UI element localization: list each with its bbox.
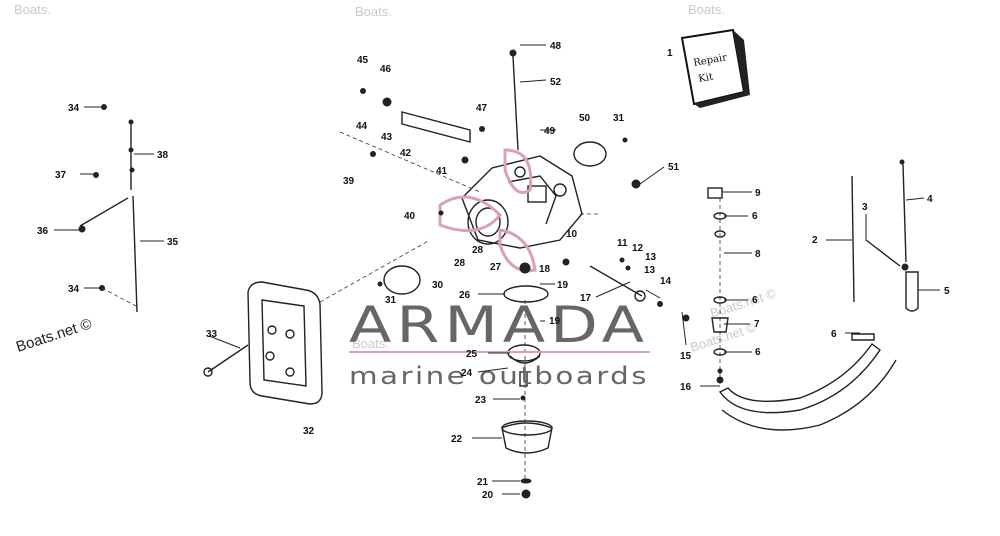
callout-leaders: [54, 44, 940, 495]
callout-11: 11: [617, 238, 628, 249]
callout-1: 1: [667, 48, 673, 59]
callout-39: 39: [343, 176, 355, 187]
callout-14: 14: [660, 276, 672, 287]
callout-8: 8: [755, 249, 761, 260]
callout-36: 36: [37, 226, 49, 237]
callout-13b: 13: [644, 265, 656, 276]
callout-47: 47: [476, 103, 488, 114]
callout-48: 48: [550, 41, 562, 52]
callout-28b: 28: [454, 258, 466, 269]
callout-34a: 34: [68, 103, 80, 114]
callout-16: 16: [680, 382, 692, 393]
carburetor-body: [438, 148, 583, 273]
callout-41: 41: [436, 166, 448, 177]
air-silencer-cover: [203, 239, 431, 405]
callout-9: 9: [755, 188, 761, 199]
right-linkage: [718, 159, 919, 431]
callout-6a: 6: [752, 211, 758, 222]
callout-labels: 1 2 3 4 5 6 6 6 6 7 8 9 10 11 12 13 13 1…: [37, 41, 950, 501]
throttle-link-bracket: [78, 104, 138, 313]
callout-5: 5: [944, 286, 950, 297]
right-parts-stack: [707, 187, 729, 384]
callout-7: 7: [754, 319, 760, 330]
callout-32: 32: [303, 426, 315, 437]
callout-6d: 6: [831, 329, 837, 340]
callout-27: 27: [490, 262, 502, 273]
brand-title: ARMADA: [349, 296, 649, 354]
kit-box-line2: Kit: [698, 72, 714, 85]
callout-28a: 28: [472, 245, 484, 256]
callout-43: 43: [381, 132, 393, 143]
callout-37: 37: [55, 170, 67, 181]
needle-valve-52: [509, 49, 519, 151]
callout-24: 24: [461, 368, 473, 379]
callout-38: 38: [157, 150, 169, 161]
callout-10: 10: [566, 229, 578, 240]
brand-overlay: ARMADA marine outboards: [349, 296, 650, 390]
brand-subtitle: marine outboards: [349, 362, 649, 390]
callout-12: 12: [632, 243, 644, 254]
callout-18: 18: [539, 264, 551, 275]
callout-52: 52: [550, 77, 562, 88]
watermark-top-left: Boats.: [14, 2, 51, 17]
callout-49: 49: [544, 126, 556, 137]
callout-4: 4: [927, 194, 933, 205]
callout-42: 42: [400, 148, 412, 159]
callout-51: 51: [668, 162, 680, 173]
callout-6b: 6: [752, 295, 758, 306]
callout-17: 17: [580, 293, 592, 304]
callout-19a: 19: [557, 280, 569, 291]
callout-46: 46: [380, 64, 392, 75]
callout-19b: 19: [549, 316, 561, 327]
callout-2: 2: [812, 235, 818, 246]
callout-50: 50: [579, 113, 591, 124]
callout-6c: 6: [755, 347, 761, 358]
callout-40: 40: [404, 211, 416, 222]
callout-26: 26: [459, 290, 471, 301]
watermark-top-center: Boats.: [355, 4, 392, 19]
watermark-top-right: Boats.: [688, 2, 725, 17]
callout-31b: 31: [613, 113, 625, 124]
callout-35: 35: [167, 237, 179, 248]
callout-45: 45: [357, 55, 369, 66]
callout-31a: 31: [385, 295, 397, 306]
callout-22: 22: [451, 434, 463, 445]
callout-34b: 34: [68, 284, 80, 295]
watermark-left: Boats.net ©: [14, 315, 94, 355]
callout-15: 15: [680, 351, 692, 362]
throttle-plate-42: [339, 88, 485, 216]
repair-kit-box: Repair Kit: [680, 28, 750, 108]
callout-25: 25: [466, 349, 478, 360]
logo-mark-overlay: [438, 148, 537, 273]
callout-13a: 13: [645, 252, 657, 263]
float-bowl-assembly: [501, 258, 570, 499]
callout-23: 23: [475, 395, 487, 406]
watermark-center: Boats.: [352, 336, 389, 351]
callout-30: 30: [432, 280, 444, 291]
gasket-30: [377, 265, 421, 295]
callout-21: 21: [477, 477, 489, 488]
callout-20: 20: [482, 490, 494, 501]
callout-33: 33: [206, 329, 218, 340]
callout-3: 3: [862, 202, 868, 213]
callout-44: 44: [356, 121, 368, 132]
cover-plate-50: [573, 137, 641, 189]
